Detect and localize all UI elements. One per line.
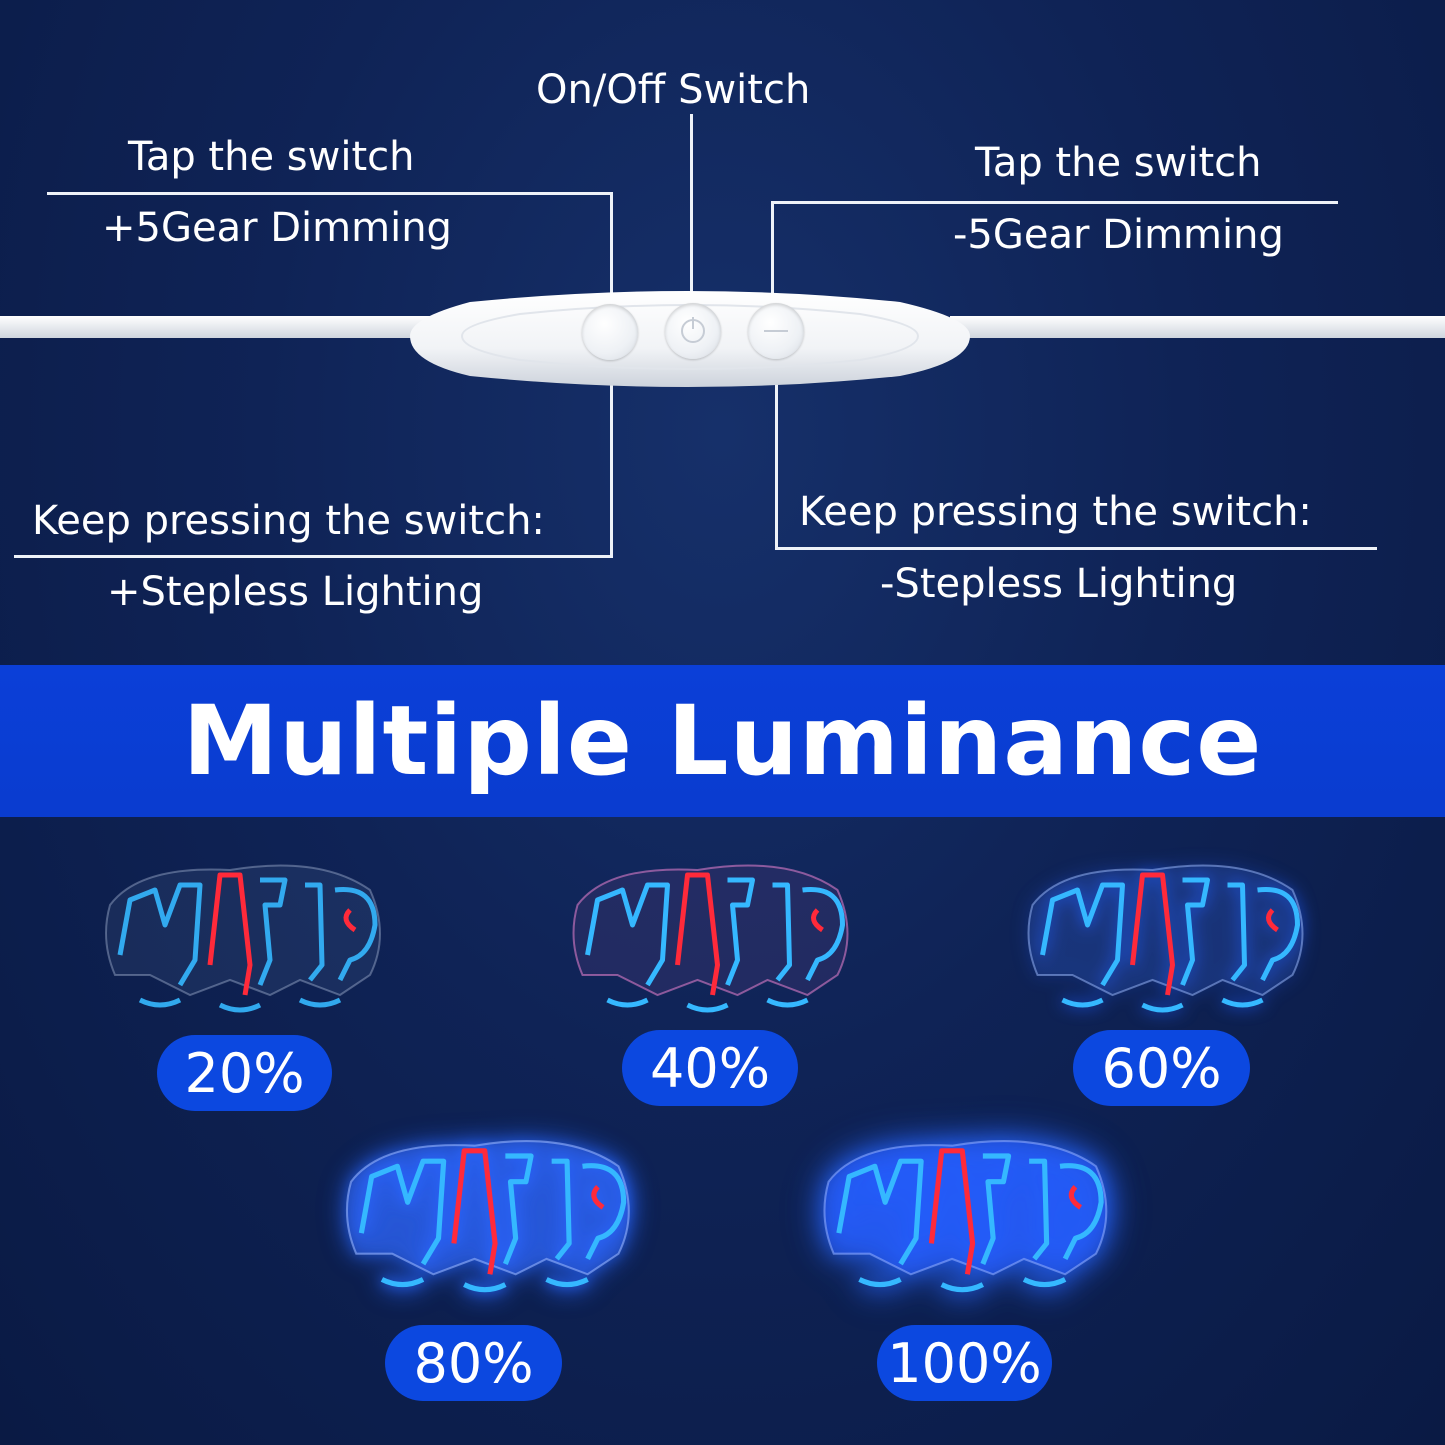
plus-button-icon[interactable] — [582, 304, 638, 360]
left-keep-label: Keep pressing the switch: — [32, 498, 545, 544]
level-20-label: 20% — [157, 1035, 332, 1111]
left-bottom-callout-line — [14, 555, 613, 558]
neon-sign-20 — [100, 845, 395, 1024]
left-bottom-callout-vertical — [610, 340, 613, 558]
onoff-switch-label: On/Off Switch — [536, 67, 811, 113]
dimmer-controller — [0, 291, 1445, 387]
neon-sign-40 — [565, 845, 865, 1024]
level-40-label: 40% — [622, 1030, 798, 1106]
right-dimming-label: -5Gear Dimming — [953, 212, 1284, 258]
right-bottom-callout-line — [775, 547, 1377, 550]
right-keep-label: Keep pressing the switch: — [799, 489, 1312, 535]
right-tap-label: Tap the switch — [975, 140, 1262, 186]
level-80-label: 80% — [385, 1325, 562, 1401]
minus-button-icon[interactable] — [748, 303, 804, 359]
right-bottom-callout-vertical — [775, 340, 778, 550]
banner-title: Multiple Luminance — [182, 685, 1263, 797]
onoff-callout-vertical — [690, 114, 693, 334]
right-top-callout-vertical — [771, 201, 774, 341]
left-top-callout-vertical — [610, 192, 613, 342]
neon-sign-100 — [815, 1120, 1125, 1304]
left-tap-label: Tap the switch — [128, 134, 415, 180]
power-icon[interactable] — [665, 303, 721, 359]
neon-sign-80 — [340, 1120, 645, 1304]
banner — [0, 665, 1445, 817]
left-stepless-label: +Stepless Lighting — [107, 569, 484, 615]
right-top-callout-line — [771, 201, 1338, 204]
left-dimming-label: +5Gear Dimming — [102, 205, 452, 251]
right-stepless-label: -Stepless Lighting — [880, 561, 1238, 607]
left-top-callout-line — [47, 192, 613, 195]
neon-sign-60 — [1020, 845, 1320, 1024]
level-60-label: 60% — [1073, 1030, 1250, 1106]
level-100-label: 100% — [877, 1325, 1052, 1401]
